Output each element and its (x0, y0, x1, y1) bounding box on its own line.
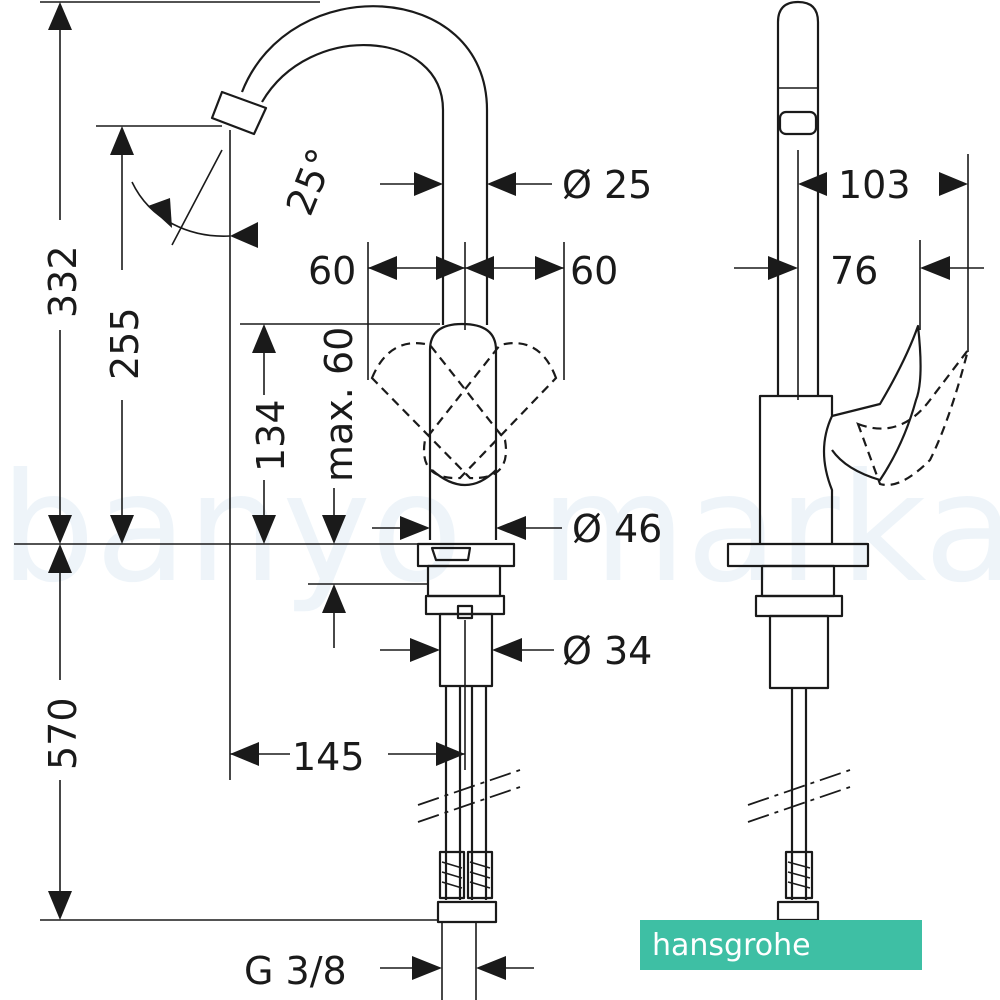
dim-spout-reach: 145 (292, 735, 365, 779)
arrow-d46-right (496, 516, 526, 540)
front-dimensions: 332 570 255 25° 134 max. 60 Ø (14, 1, 662, 993)
arrow-332-bottom (48, 515, 72, 544)
arrow-g38-right (476, 956, 506, 980)
arrow-lever-down (322, 515, 346, 544)
connection-nut (436, 900, 498, 924)
arrow-angle-left (148, 198, 172, 228)
break-line-top (417, 769, 521, 806)
shank-screw (456, 604, 474, 620)
arrow-76-right (920, 256, 950, 280)
dim-side-spout-depth: 103 (838, 163, 911, 207)
arrow-g38-left (412, 956, 442, 980)
arrow-76-left (768, 256, 798, 280)
logo-text: hansgrohe (652, 928, 811, 963)
watermark-left: banyo (0, 442, 463, 616)
arrow-145-right (436, 742, 465, 766)
side-lever-dashed (856, 349, 970, 487)
dim-shank-diameter: Ø 34 (562, 629, 652, 673)
arrow-570-bottom (48, 891, 72, 920)
angle-guide-line (171, 149, 223, 246)
dim-hose-length: 570 (41, 697, 85, 770)
dim-total-height: 332 (41, 245, 85, 318)
side-hose-fitting (784, 850, 814, 900)
arrow-103-right (939, 172, 968, 196)
aerator-outline (210, 90, 268, 136)
arrow-255-bottom (110, 515, 134, 544)
side-spout-outline (776, 0, 820, 396)
dim-lever-travel: max. 60 (317, 327, 361, 482)
arrow-d34-right (492, 638, 522, 662)
hose-fitting-left (438, 850, 466, 900)
angle-arc (131, 181, 231, 237)
dim-lever-left: 60 (308, 249, 356, 293)
dim-connection-thread: G 3/8 (244, 949, 347, 993)
dim-body-diameter: Ø 46 (572, 507, 662, 551)
side-dimensions: 103 76 (734, 154, 984, 352)
dim-spout-diameter: Ø 25 (562, 163, 652, 207)
arrow-60-left-a (368, 256, 397, 280)
shank (438, 612, 494, 688)
arrow-d46-left (400, 516, 430, 540)
lever-position-right (422, 342, 558, 480)
base-lever-tab (430, 546, 472, 562)
arrow-d25-right (487, 172, 516, 196)
side-aerator (778, 110, 818, 136)
lever-position-left (370, 342, 508, 480)
side-body-outline (758, 394, 834, 544)
dim-spout-angle: 25° (278, 142, 344, 221)
hose-fitting-right (466, 850, 494, 900)
arrow-255-top (110, 126, 134, 155)
arrow-145-left (230, 742, 259, 766)
arrow-134-bottom (252, 515, 276, 544)
arrow-570-top (48, 544, 72, 573)
watermark-right: marka (540, 442, 1000, 616)
hansgrohe-logo: hansgrohe (640, 920, 922, 970)
break-line-bottom (417, 786, 521, 823)
arrow-134-top (252, 324, 276, 353)
side-shank (768, 614, 830, 690)
body-outline (428, 322, 498, 540)
arrow-d25-left (414, 172, 443, 196)
dim-spout-height: 255 (103, 307, 147, 380)
front-view (96, 5, 558, 1000)
arrow-lever-up (322, 584, 346, 613)
spout-inner-outline (261, 44, 445, 325)
arrow-d34-left (410, 638, 440, 662)
fitting-threads (441, 861, 491, 889)
side-break-bottom (747, 786, 851, 823)
side-view (726, 0, 970, 922)
arrow-60-left-b (436, 256, 465, 280)
arrow-103-left (798, 172, 827, 196)
logo-background (640, 920, 922, 970)
arrow-angle-right (230, 222, 258, 248)
lever-base-curve (431, 469, 497, 486)
dim-side-body-depth: 76 (830, 249, 878, 293)
spout-outer-outline (240, 5, 489, 325)
side-lever (831, 324, 922, 482)
arrow-60-right-b (535, 256, 564, 280)
dim-lever-right: 60 (570, 249, 618, 293)
arrow-332-top (48, 2, 72, 30)
side-break-top (747, 769, 851, 806)
arrow-60-right-a (465, 256, 494, 280)
side-connection-nut (776, 900, 820, 922)
dim-body-height: 134 (249, 399, 293, 472)
